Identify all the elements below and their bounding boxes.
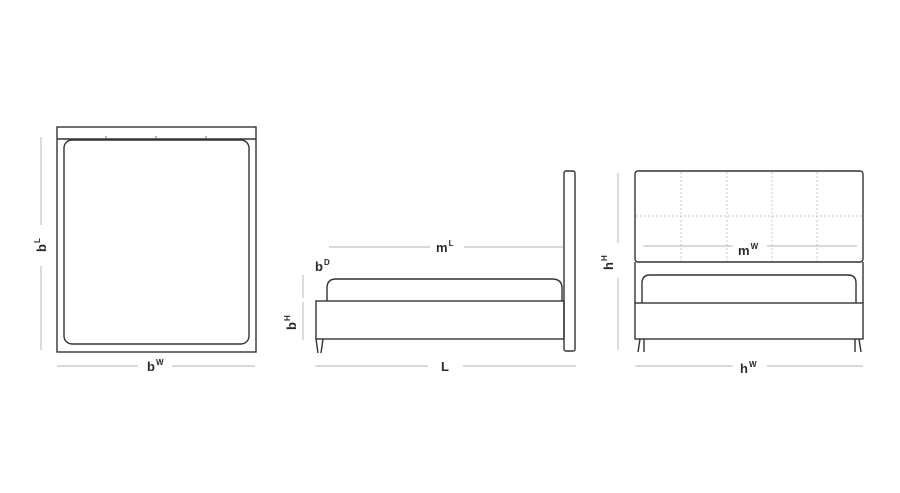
- side-depth-sup: D: [324, 258, 330, 267]
- front-height-sup: H: [600, 255, 609, 261]
- plan-frame: [56, 126, 257, 353]
- front-legs: [637, 338, 862, 353]
- plan-length-label: bL: [33, 238, 49, 252]
- plan-view: bL bW: [33, 126, 257, 374]
- front-headboard-tufting: [636, 172, 862, 261]
- front-width-main: h: [740, 361, 748, 376]
- front-height-main: h: [601, 262, 616, 270]
- side-headboard: [563, 170, 576, 352]
- plan-width-sup: W: [156, 358, 164, 367]
- side-height-sup: H: [283, 315, 292, 321]
- side-depth-label: bD: [315, 258, 330, 274]
- plan-mattress: [63, 139, 250, 345]
- side-view: mL bD bH L: [283, 170, 576, 374]
- front-width-label: hW: [740, 360, 757, 376]
- front-height-label: hH: [600, 255, 616, 270]
- front-width-sup: W: [749, 360, 757, 369]
- front-base: [634, 302, 864, 340]
- side-mattress: [326, 278, 563, 301]
- side-length-label: L: [441, 359, 449, 374]
- plan-length-main: b: [34, 244, 49, 252]
- front-mattress-width-label: mW: [738, 242, 759, 258]
- plan-width-label: bW: [147, 358, 164, 374]
- front-view: mW hH hW: [600, 170, 864, 376]
- plan-length-sup: L: [33, 238, 42, 243]
- side-mattress-length-label: mL: [436, 239, 454, 255]
- front-mattress-width-main: m: [738, 243, 750, 258]
- side-height-label: bH: [283, 315, 299, 330]
- plan-pillow-marks: [105, 136, 207, 139]
- front-mattress-width-sup: W: [751, 242, 759, 251]
- plan-width-main: b: [147, 359, 155, 374]
- side-base: [315, 300, 565, 340]
- side-leg: [315, 338, 324, 354]
- side-length-main: L: [441, 359, 449, 374]
- front-headboard: [634, 170, 864, 263]
- side-mattress-length-sup: L: [449, 239, 454, 248]
- side-depth-main: b: [315, 259, 323, 274]
- side-mattress-length-main: m: [436, 240, 448, 255]
- front-mattress: [641, 274, 857, 303]
- side-height-main: b: [284, 322, 299, 330]
